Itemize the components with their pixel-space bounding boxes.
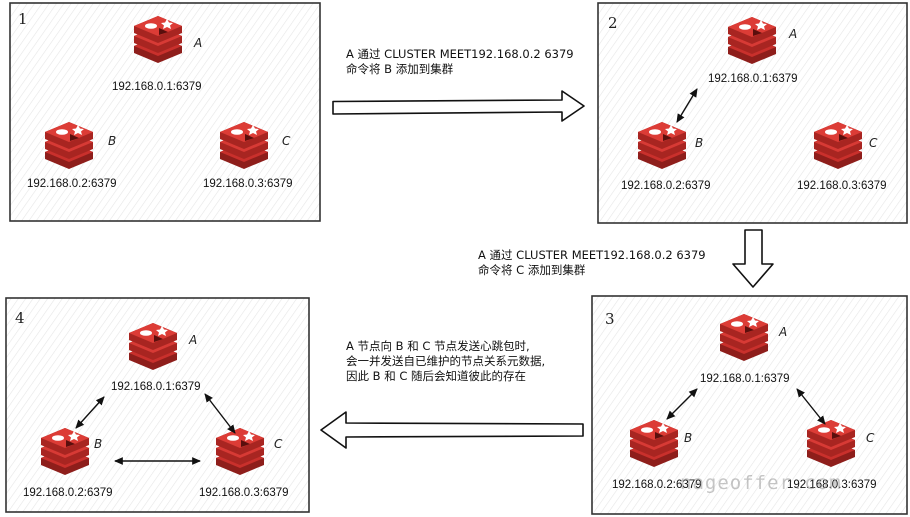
node-b-address: 192.168.0.2:6379 [621,180,711,192]
step-arrow-left [320,411,584,449]
redis-logo-icon [728,17,776,64]
redis-logo-icon [814,122,862,169]
node-a-label: A [193,36,202,50]
node-a-label: A [188,333,197,347]
node-c-label: C [282,134,291,148]
node-b-label: B [108,134,116,148]
node-a-address: 192.168.0.1:6379 [111,381,201,393]
caption-line: A 节点向 B 和 C 节点发送心跳包时, [346,339,530,353]
node-c-address: 192.168.0.3:6379 [797,180,887,192]
node-b-label: B [684,431,692,445]
node-a-label: A [788,27,797,41]
node-b-address: 192.168.0.2:6379 [27,178,117,190]
node-a-label: A [778,325,787,339]
redis-logo-icon [638,122,686,169]
node-c-label: C [866,431,875,445]
step2-caption: A 通过 CLUSTER MEET192.168.0.2 6379 命令将 C … [478,248,706,278]
caption-line: 命令将 C 添加到集群 [478,263,586,277]
caption-line: 命令将 B 添加到集群 [346,62,454,76]
node-a-address: 192.168.0.1:6379 [708,73,798,85]
node-c-address: 192.168.0.3:6379 [787,479,877,491]
redis-logo-icon [45,122,93,169]
node-c-address: 192.168.0.3:6379 [199,487,289,499]
panel-2-number: 2 [608,14,618,32]
node-b-label: B [94,437,102,451]
node-b-address: 192.168.0.2:6379 [23,487,113,499]
node-a-address: 192.168.0.1:6379 [112,81,202,93]
node-b-address: 192.168.0.2:6379 [612,479,702,491]
step-arrow-right [332,90,585,122]
redis-logo-icon [134,16,182,63]
step3-caption: A 节点向 B 和 C 节点发送心跳包时, 会一并发送自已维护的节点关系元数据,… [346,339,545,384]
node-a-address: 192.168.0.1:6379 [700,373,790,385]
redis-logo-icon [216,428,264,475]
node-c-label: C [869,136,878,150]
panel-4-number: 4 [15,309,25,327]
redis-logo-icon [129,323,177,370]
redis-logo-icon [630,420,678,467]
caption-line: A 通过 CLUSTER MEET192.168.0.2 6379 [478,248,706,262]
link-a-c [204,393,236,434]
panel-1-number: 1 [18,10,28,28]
node-c-address: 192.168.0.3:6379 [203,178,293,190]
watermark: nageoffer.com [680,472,842,494]
caption-line: 会一并发送自已维护的节点关系元数据, [346,354,546,368]
panel-3-number: 3 [605,310,615,328]
redis-logo-icon [807,420,855,467]
step1-caption: A 通过 CLUSTER MEET192.168.0.2 6379 命令将 B … [346,47,574,77]
link-a-c [796,388,826,425]
redis-logo-icon [41,428,89,475]
node-b-label: B [695,136,703,150]
node-c-label: C [274,437,283,451]
link-a-b [75,396,105,429]
redis-logo-icon [220,122,268,169]
caption-line: 因此 B 和 C 随后会知道彼此的存在 [346,369,527,383]
step-arrow-down [732,229,774,288]
link-a-b [666,388,698,420]
redis-logo-icon [720,314,768,361]
caption-line: A 通过 CLUSTER MEET192.168.0.2 6379 [346,47,574,61]
link-a-b [676,88,698,123]
